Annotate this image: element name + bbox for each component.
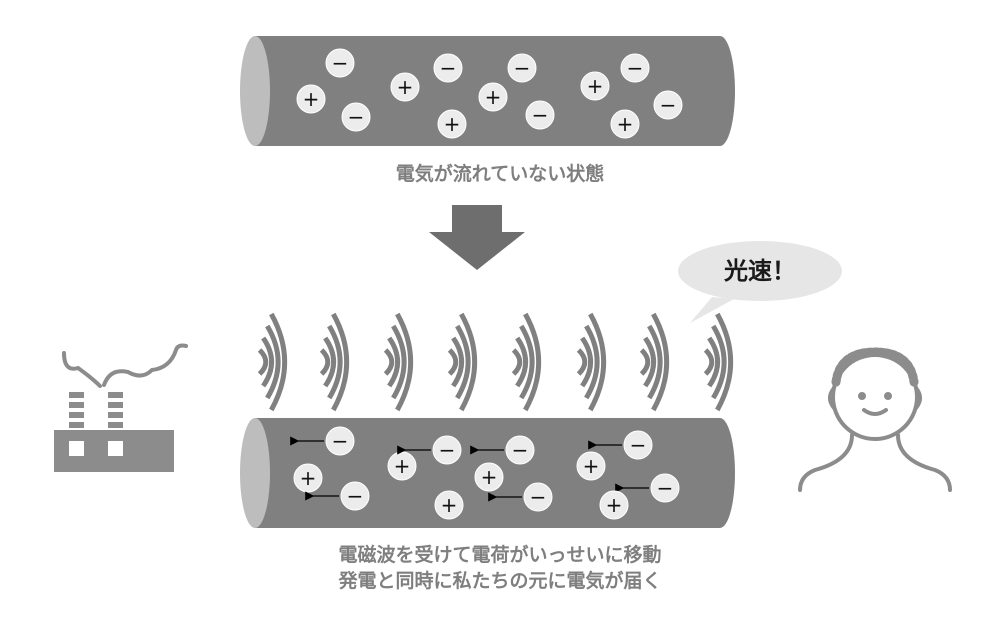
positive-charge: + [434, 490, 464, 520]
charge-symbol: − [440, 56, 457, 80]
charges-bottom: −+−+−++−−+−−+ [290, 426, 680, 520]
person-icon [798, 347, 952, 492]
charge-symbol: − [348, 105, 365, 129]
negative-charge: − [433, 53, 463, 83]
positive-charge: + [576, 451, 606, 481]
charge-symbol: − [514, 56, 531, 80]
charge-symbol: + [441, 493, 458, 517]
caption-line-1: 電磁波を受けて電荷がいっせいに移動 [338, 544, 662, 566]
negative-charge: − [653, 90, 683, 120]
down-arrow-icon [429, 205, 525, 270]
negative-charge: − [505, 435, 535, 465]
charge-symbol: + [587, 74, 604, 98]
positive-charge: + [293, 463, 323, 493]
wave-symbol [703, 312, 734, 412]
charge-symbol: + [481, 465, 498, 489]
charge-symbol: − [657, 476, 674, 500]
charge-symbol: − [630, 433, 647, 457]
charge-symbol: + [397, 75, 414, 99]
negative-charge: − [650, 473, 680, 503]
wire-bottom-end [240, 418, 270, 528]
charge-symbol: − [660, 93, 677, 117]
caption-no-current: 電気が流れていない状態 [395, 163, 605, 185]
charge-symbol: + [300, 466, 317, 490]
caption-line-2: 発電と同時に私たちの元に電気が届く [338, 570, 662, 592]
speech-bubble [678, 241, 842, 323]
negative-charge: − [325, 426, 355, 456]
negative-charge: − [620, 53, 650, 83]
charge-symbol: − [532, 103, 549, 127]
wave-symbol [639, 312, 670, 412]
charge-symbol: + [606, 493, 623, 517]
speech-bubble-text: 光速！ [724, 257, 796, 285]
wave-symbol [257, 312, 288, 412]
charge-symbol: − [332, 51, 349, 75]
charge-symbol: + [303, 87, 320, 111]
negative-charge: − [325, 48, 355, 78]
negative-charge: − [623, 430, 653, 460]
positive-charge: + [580, 71, 610, 101]
wave-symbol [511, 312, 542, 412]
positive-charge: + [610, 109, 640, 139]
charges-top: −+−+−++−−+−+− [296, 48, 683, 139]
positive-charge: + [296, 84, 326, 114]
positive-charge: + [478, 82, 508, 112]
charge-symbol: + [394, 454, 411, 478]
charge-symbol: − [627, 56, 644, 80]
negative-charge: − [507, 53, 537, 83]
negative-charge: − [525, 100, 555, 130]
positive-charge: + [474, 462, 504, 492]
negative-charge: − [341, 102, 371, 132]
positive-charge: + [387, 451, 417, 481]
charge-symbol: − [530, 485, 547, 509]
negative-charge: − [523, 482, 553, 512]
positive-charge: + [390, 72, 420, 102]
power-plant-icon [54, 343, 188, 472]
positive-charge: + [437, 109, 467, 139]
charge-symbol: − [512, 438, 529, 462]
wave-symbol [576, 312, 607, 412]
charge-symbol: + [444, 112, 461, 136]
positive-charge: + [599, 490, 629, 520]
wave-symbol [319, 312, 350, 412]
electromagnetic-waves [257, 312, 734, 412]
charge-symbol: + [617, 112, 634, 136]
charge-symbol: + [485, 85, 502, 109]
wave-symbol [447, 312, 478, 412]
charge-symbol: − [347, 484, 364, 508]
charge-symbol: + [583, 454, 600, 478]
wave-symbol [383, 312, 414, 412]
negative-charge: − [432, 435, 462, 465]
charge-symbol: − [439, 438, 456, 462]
wire-top-end [240, 36, 270, 146]
caption-current-flowing: 電磁波を受けて電荷がいっせいに移動 発電と同時に私たちの元に電気が届く [0, 542, 1000, 594]
charge-symbol: − [332, 429, 349, 453]
negative-charge: − [340, 481, 370, 511]
